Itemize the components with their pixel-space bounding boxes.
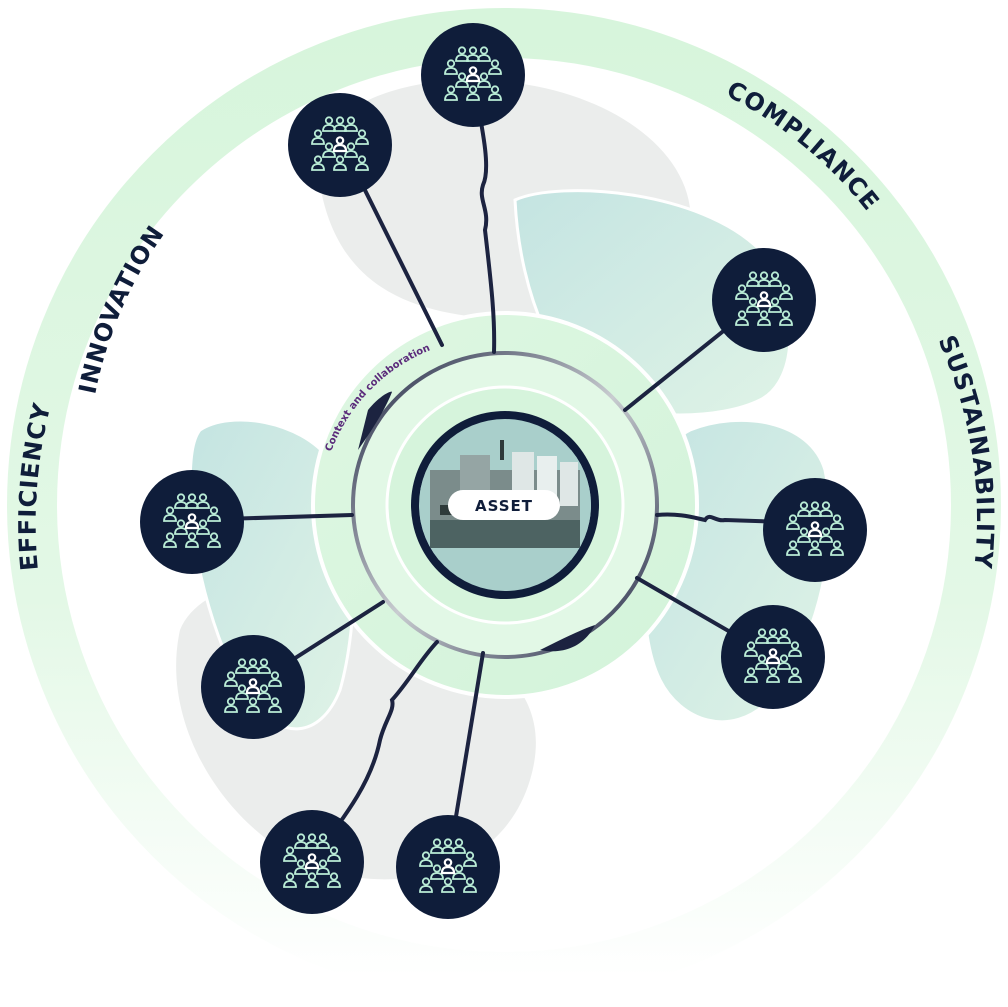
node-top-left xyxy=(288,93,392,197)
node-top xyxy=(421,23,525,127)
node-bottom xyxy=(396,815,500,919)
node-right-lower xyxy=(721,605,825,709)
node-bottom-left xyxy=(260,810,364,914)
node-right xyxy=(763,478,867,582)
node-left-lower xyxy=(201,635,305,739)
label-compliance: COMPLIANCE xyxy=(722,75,885,216)
asset-label: ASSET xyxy=(475,497,533,515)
node-right-upper xyxy=(712,248,816,352)
node-left xyxy=(140,470,244,574)
